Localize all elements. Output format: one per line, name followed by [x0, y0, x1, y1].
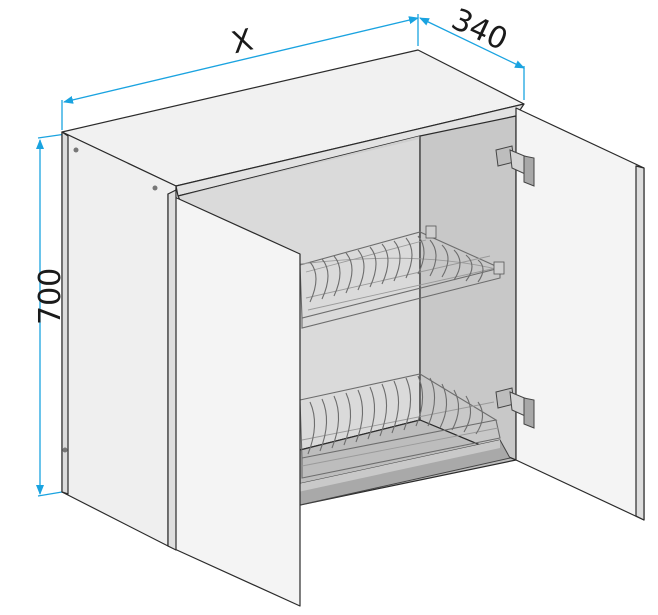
left-side-edge	[61, 131, 69, 495]
lower-dish-rack	[297, 373, 511, 506]
interior-right-wall	[419, 115, 517, 461]
width-label: X	[228, 23, 256, 62]
depth-label: 340	[446, 2, 513, 58]
upper-hinge	[495, 145, 535, 187]
hinge-hole-icon	[73, 147, 79, 153]
right-door-face	[515, 107, 645, 521]
right-door	[515, 107, 645, 521]
hinge-hole-icon	[62, 447, 68, 453]
rack-bracket-icon	[493, 261, 505, 275]
left-door-edge	[167, 189, 177, 551]
hinge-hole-icon	[152, 185, 158, 191]
rack-bracket-icon	[425, 225, 437, 239]
lower-hinge	[495, 387, 535, 429]
right-door-edge	[635, 165, 645, 521]
left-door	[167, 189, 301, 607]
upper-plate-rack	[299, 225, 505, 329]
left-door-face	[167, 193, 301, 607]
left-side-panel	[61, 131, 177, 547]
